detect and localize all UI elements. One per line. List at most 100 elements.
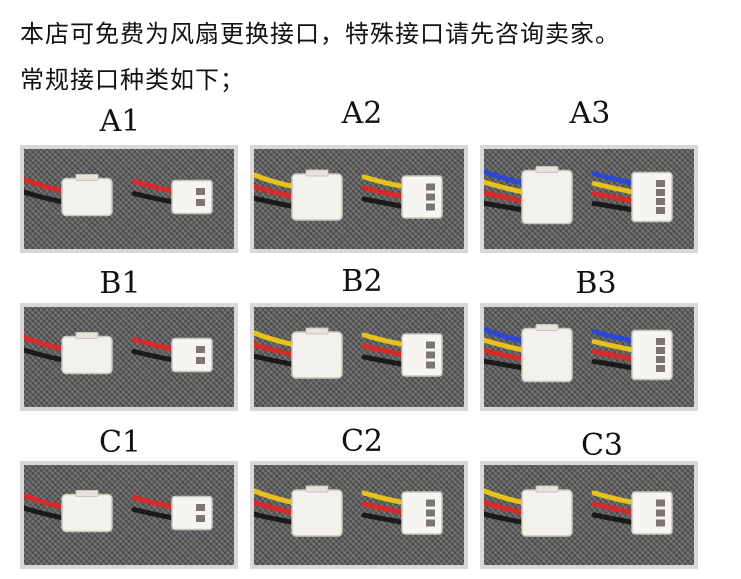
socket-pin-hole [656, 356, 665, 363]
wire [361, 185, 409, 200]
plug-latch [305, 327, 329, 335]
connector-label-a2: A2 [341, 96, 383, 131]
socket-pin-hole [196, 504, 205, 511]
socket-housing [401, 491, 443, 535]
plug-housing [291, 173, 343, 221]
wire [254, 353, 299, 368]
plug-housing [61, 335, 113, 375]
plug-housing [291, 331, 343, 379]
wire [131, 349, 179, 363]
wire [131, 495, 179, 510]
plug-housing [291, 489, 343, 537]
connector-illustration [24, 332, 213, 375]
wire [361, 354, 409, 368]
plug-latch [75, 174, 99, 181]
connector-label-b2: B2 [341, 264, 383, 299]
wire [591, 512, 639, 526]
socket-pin-hole [196, 357, 205, 364]
wire [24, 176, 69, 194]
connector-photo-a3 [480, 145, 698, 253]
socket-pin-hole [656, 519, 665, 527]
connector-illustration [254, 327, 443, 379]
connector-label-c1: C1 [98, 425, 142, 460]
connector-illustration [24, 174, 213, 217]
connector-label-c3: C3 [580, 428, 624, 463]
socket-pin-hole [656, 347, 665, 354]
socket-pin-hole [196, 188, 205, 195]
socket-pin-hole [656, 338, 665, 345]
wire [591, 329, 639, 344]
connector-illustration [484, 324, 673, 383]
wire [254, 330, 299, 348]
connector-label-a1: A1 [99, 104, 141, 139]
wire [361, 490, 409, 506]
wire [24, 334, 69, 352]
socket-housing [171, 179, 213, 215]
connector-photo-c3 [480, 461, 698, 569]
socket-pin-hole [196, 199, 205, 206]
wire [361, 512, 409, 526]
connector-label-a3: A3 [569, 96, 611, 131]
wire [484, 200, 529, 213]
socket-housing [631, 171, 673, 223]
socket-pin-hole [196, 515, 205, 522]
socket-pin-hole [426, 509, 435, 517]
socket-pin-hole [426, 499, 435, 507]
wire [361, 501, 409, 516]
plug-latch [305, 169, 329, 177]
wire [591, 191, 639, 204]
socket-pin-hole [426, 519, 435, 527]
connector-photo-b1 [20, 303, 238, 411]
socket-housing [631, 329, 673, 381]
plug-housing [61, 493, 113, 533]
socket-housing [401, 333, 443, 377]
wire [361, 196, 409, 210]
plug-latch [305, 485, 329, 493]
wire [254, 195, 299, 210]
connector-illustration [24, 490, 213, 533]
intro-line-1: 本店可免费为风扇更换接口，特殊接口请先咨询卖家。 [20, 20, 620, 48]
connector-label-b3: B3 [575, 266, 617, 301]
plug-housing [521, 489, 573, 537]
wire [361, 174, 409, 190]
connector-photo-b3 [480, 303, 698, 411]
socket-pin-hole [426, 203, 435, 211]
wire [591, 349, 639, 362]
socket-housing [631, 491, 673, 535]
plug-latch [535, 324, 559, 331]
socket-pin-hole [426, 183, 435, 191]
plug-latch [535, 485, 559, 493]
plug-latch [535, 166, 559, 173]
socket-pin-hole [656, 189, 665, 196]
wire [131, 191, 179, 205]
socket-pin-hole [656, 499, 665, 507]
socket-pin-hole [426, 351, 435, 359]
connector-photo-c2 [250, 461, 468, 569]
wire [484, 488, 529, 506]
socket-pin-hole [426, 193, 435, 201]
socket-pin-hole [656, 509, 665, 517]
connector-label-c2: C2 [340, 424, 384, 459]
wire [254, 511, 299, 526]
socket-pin-hole [656, 365, 665, 372]
connector-label-b1: B1 [99, 266, 141, 301]
wire [254, 172, 299, 190]
wire [131, 337, 179, 352]
wire [591, 490, 639, 506]
wire [131, 179, 179, 194]
connector-photo-a2 [250, 145, 468, 253]
connector-illustration [254, 169, 443, 221]
connector-photo-c1 [20, 461, 238, 569]
wire [484, 358, 529, 371]
plug-latch [75, 332, 99, 339]
socket-pin-hole [656, 198, 665, 205]
plug-housing [521, 169, 573, 225]
wire [24, 492, 69, 510]
wire [591, 171, 639, 186]
socket-housing [171, 495, 213, 531]
wire [254, 488, 299, 506]
connector-illustration [254, 485, 443, 537]
socket-pin-hole [426, 341, 435, 349]
connector-photo-b2 [250, 303, 468, 411]
socket-housing [401, 175, 443, 219]
